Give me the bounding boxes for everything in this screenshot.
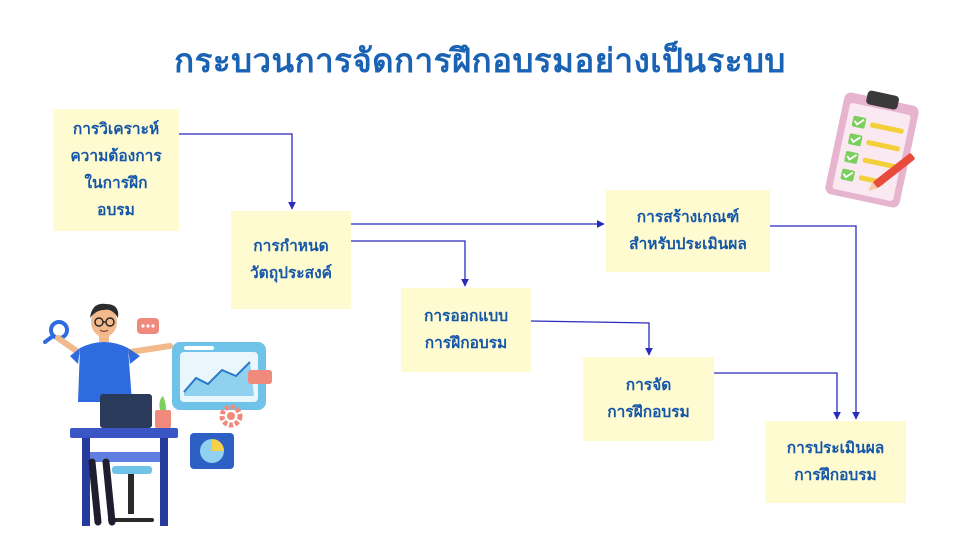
- step-box-design: การออกแบบ การฝึกอบรม: [401, 288, 531, 372]
- step-box-analysis: การวิเคราะห์ ความต้องการ ในการฝึก อบรม: [53, 109, 179, 231]
- step-label-conduct: การจัด การฝึกอบรม: [607, 375, 690, 421]
- step-label-criteria: การสร้างเกณฑ์ สำหรับประเมินผล: [629, 207, 747, 253]
- person-figure: [55, 303, 173, 402]
- connector-objectives-to-design: [351, 240, 469, 287]
- connector-criteria-to-evaluation: [770, 225, 860, 420]
- step-label-analysis: การวิเคราะห์ ความต้องการ ในการฝึก อบรม: [70, 119, 162, 220]
- step-label-evaluation: การประเมินผล การฝึกอบรม: [786, 438, 885, 484]
- step-box-objectives: การกำหนด วัตถุประสงค์: [231, 211, 351, 309]
- gear-icon: [219, 404, 243, 428]
- pie-chart-icon: [190, 433, 234, 469]
- connector-analysis-to-objectives: [179, 133, 296, 210]
- dashboard-panel-icon: [172, 342, 272, 410]
- step-box-conduct: การจัด การฝึกอบรม: [583, 357, 714, 441]
- step-box-criteria: การสร้างเกณฑ์ สำหรับประเมินผล: [606, 190, 770, 272]
- chat-bubble-icon: [137, 318, 159, 334]
- connector-conduct-to-evaluation: [714, 372, 841, 420]
- diagram-title: กระบวนการจัดการฝึกอบรมอย่างเป็นระบบ: [174, 41, 786, 80]
- step-box-evaluation: การประเมินผล การฝึกอบรม: [765, 421, 906, 503]
- desk-with-laptop: [70, 394, 178, 526]
- step-label-objectives: การกำหนด วัตถุประสงค์: [249, 236, 333, 282]
- step-label-design: การออกแบบ การฝึกอบรม: [423, 306, 509, 352]
- connector-design-to-conduct: [530, 320, 653, 356]
